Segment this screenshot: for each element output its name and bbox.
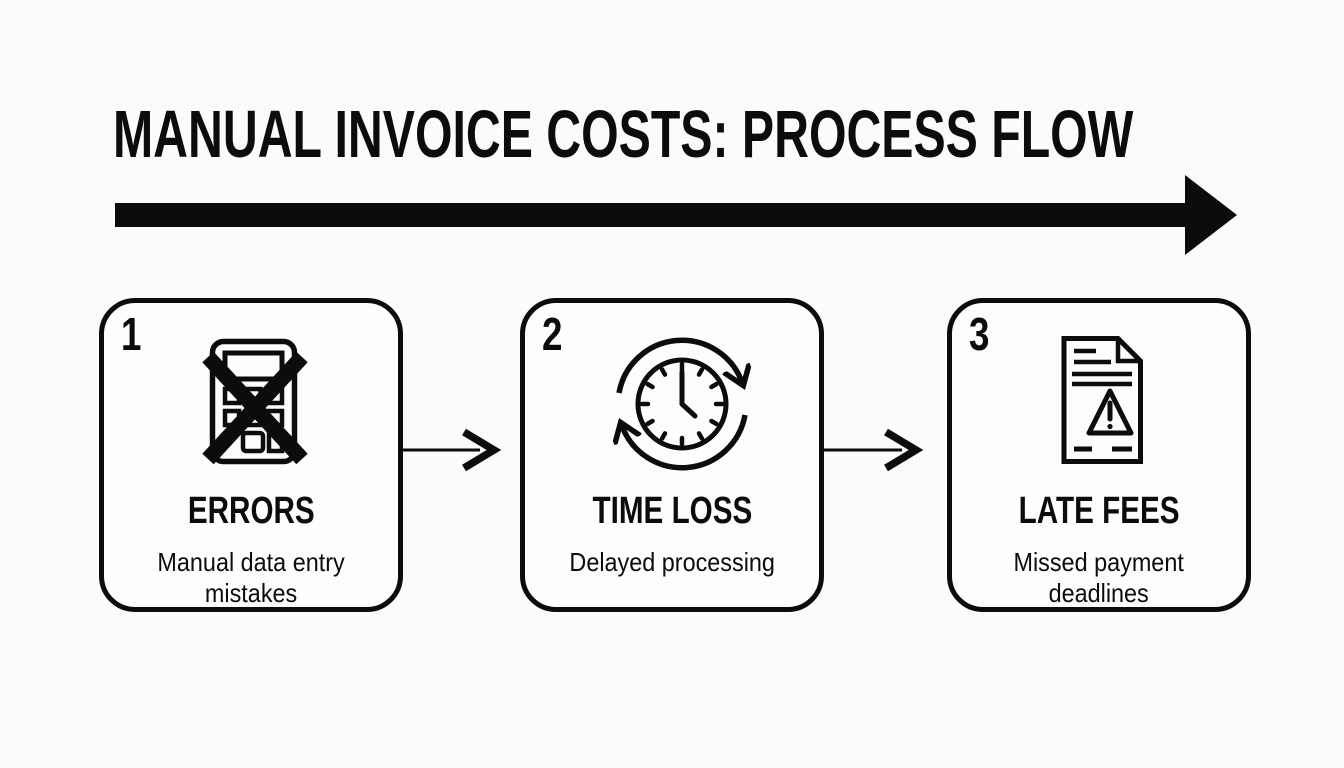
document-text-lines bbox=[1072, 348, 1132, 387]
main-flow-arrow bbox=[115, 175, 1237, 255]
step-box-late-fees: 3 bbox=[947, 298, 1251, 612]
invoice-warning-icon bbox=[1061, 336, 1143, 464]
step-subtitle: Delayed processing bbox=[569, 547, 775, 577]
clock-icon bbox=[635, 357, 729, 451]
main-flow-arrow-shaft bbox=[115, 203, 1185, 227]
main-flow-arrow-head bbox=[1185, 175, 1237, 255]
step-number: 1 bbox=[121, 308, 142, 360]
document-icon bbox=[1061, 336, 1143, 464]
step-number: 2 bbox=[542, 308, 563, 360]
page-title: MANUAL INVOICE COSTS: PROCESS FLOW bbox=[113, 101, 1344, 168]
crossed-out-calculator-icon bbox=[202, 338, 308, 465]
step-box-time-loss: 2 bbox=[520, 298, 824, 612]
page-title-text: MANUAL INVOICE COSTS: PROCESS FLOW bbox=[113, 97, 1134, 172]
x-mark bbox=[202, 351, 308, 465]
step-number: 3 bbox=[969, 308, 990, 360]
recurring-clock-icon bbox=[601, 337, 763, 471]
clock-hands bbox=[679, 369, 698, 419]
step-title: LATE FEES bbox=[1018, 490, 1180, 532]
warning-triangle-icon bbox=[1086, 388, 1134, 436]
step-box-errors: 1 ERRORS Manual data e bbox=[99, 298, 403, 612]
step-subtitle: Manual data entry mistakes bbox=[157, 547, 345, 608]
connector-arrow-1 bbox=[402, 428, 502, 472]
connector-arrow-2 bbox=[824, 428, 924, 472]
step-subtitle: Missed payment deadlines bbox=[1013, 547, 1185, 608]
step-title: ERRORS bbox=[187, 490, 315, 532]
step-title: TIME LOSS bbox=[592, 490, 752, 532]
cycle-arrows bbox=[619, 337, 745, 471]
